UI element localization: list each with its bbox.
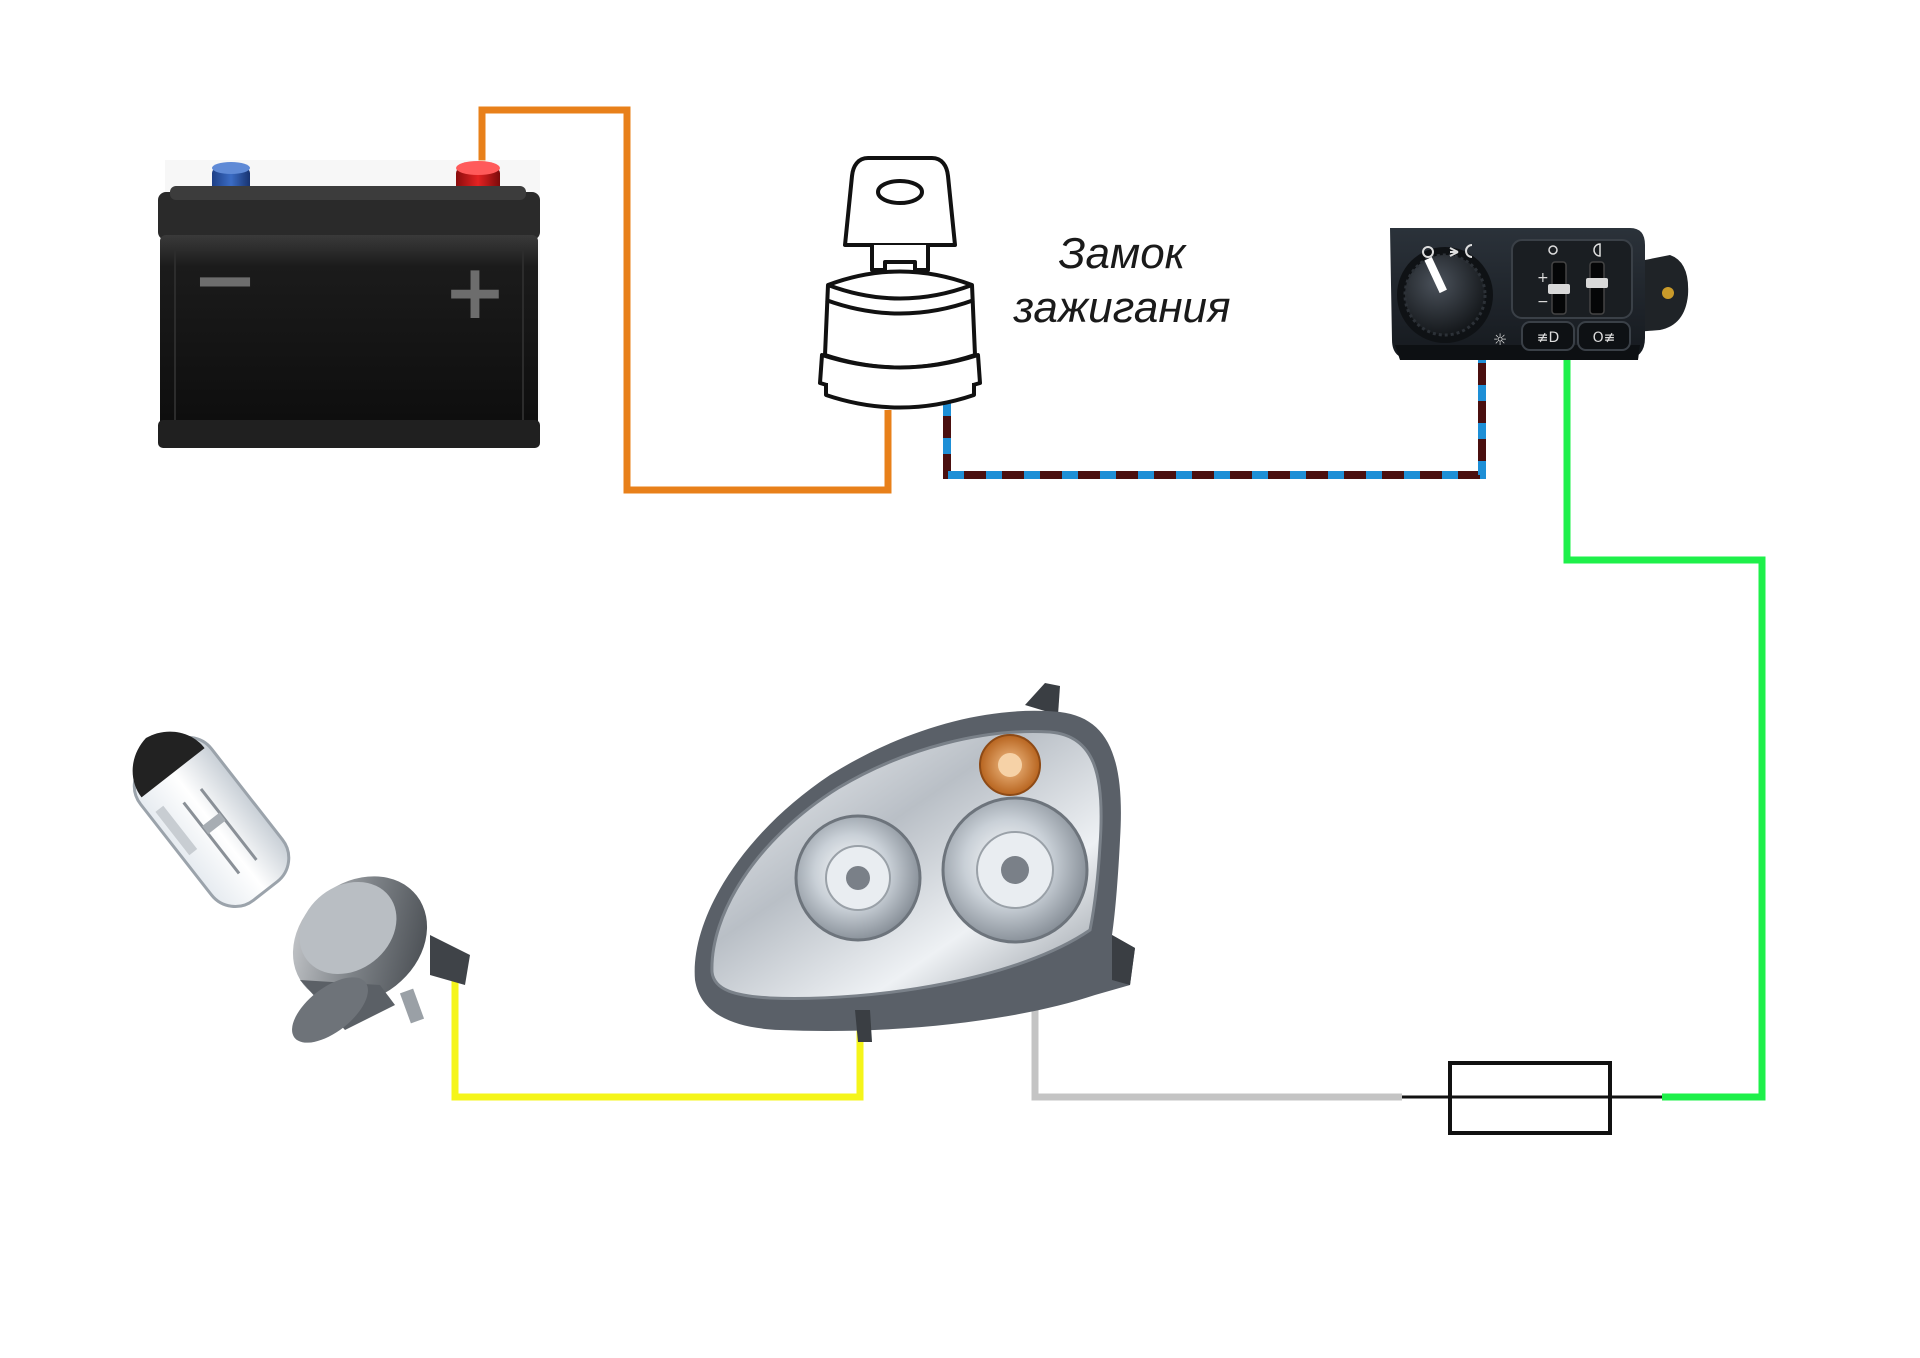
svg-text:−: − [1537,294,1549,310]
ignition-lock [818,156,982,410]
front-fog-button [1521,321,1575,351]
low-beam-icon [1465,244,1473,258]
ignition-label-line1: Замок [1059,229,1188,278]
ignition-label-line2: зажигания [1012,283,1230,332]
rear-fog-icon: O≢ [1593,330,1616,346]
wire-battery-to-ignition [478,106,892,494]
headlight-level-icon [1593,243,1601,257]
h7-bulb [132,731,470,1043]
front-fog-icon: ≢D [1537,330,1560,346]
instrument-light-icon: ☼ [1493,330,1507,349]
headlight [694,683,1135,1042]
light-switch-panel: + − ≢D O≢ ☼ [1390,228,1689,360]
dashboard-light-icon [1548,245,1558,255]
wire-fuse-to-headlight [1031,990,1402,1101]
rear-fog-button [1577,321,1631,351]
wire-ignition-to-switch-dash [943,355,1486,479]
wire-headlight-to-bulb [451,980,864,1101]
svg-text:+: + [1537,270,1549,286]
wire-ignition-to-switch [943,355,1486,479]
wires [451,106,1766,1101]
wire-switch-to-fuse [1563,358,1766,1101]
battery: − + [158,160,540,448]
off-position-icon [1422,246,1434,258]
fuse [1402,1061,1662,1135]
battery-minus-symbol: − [191,233,258,326]
parking-light-icon [1449,247,1459,257]
battery-plus-symbol: + [443,247,507,336]
